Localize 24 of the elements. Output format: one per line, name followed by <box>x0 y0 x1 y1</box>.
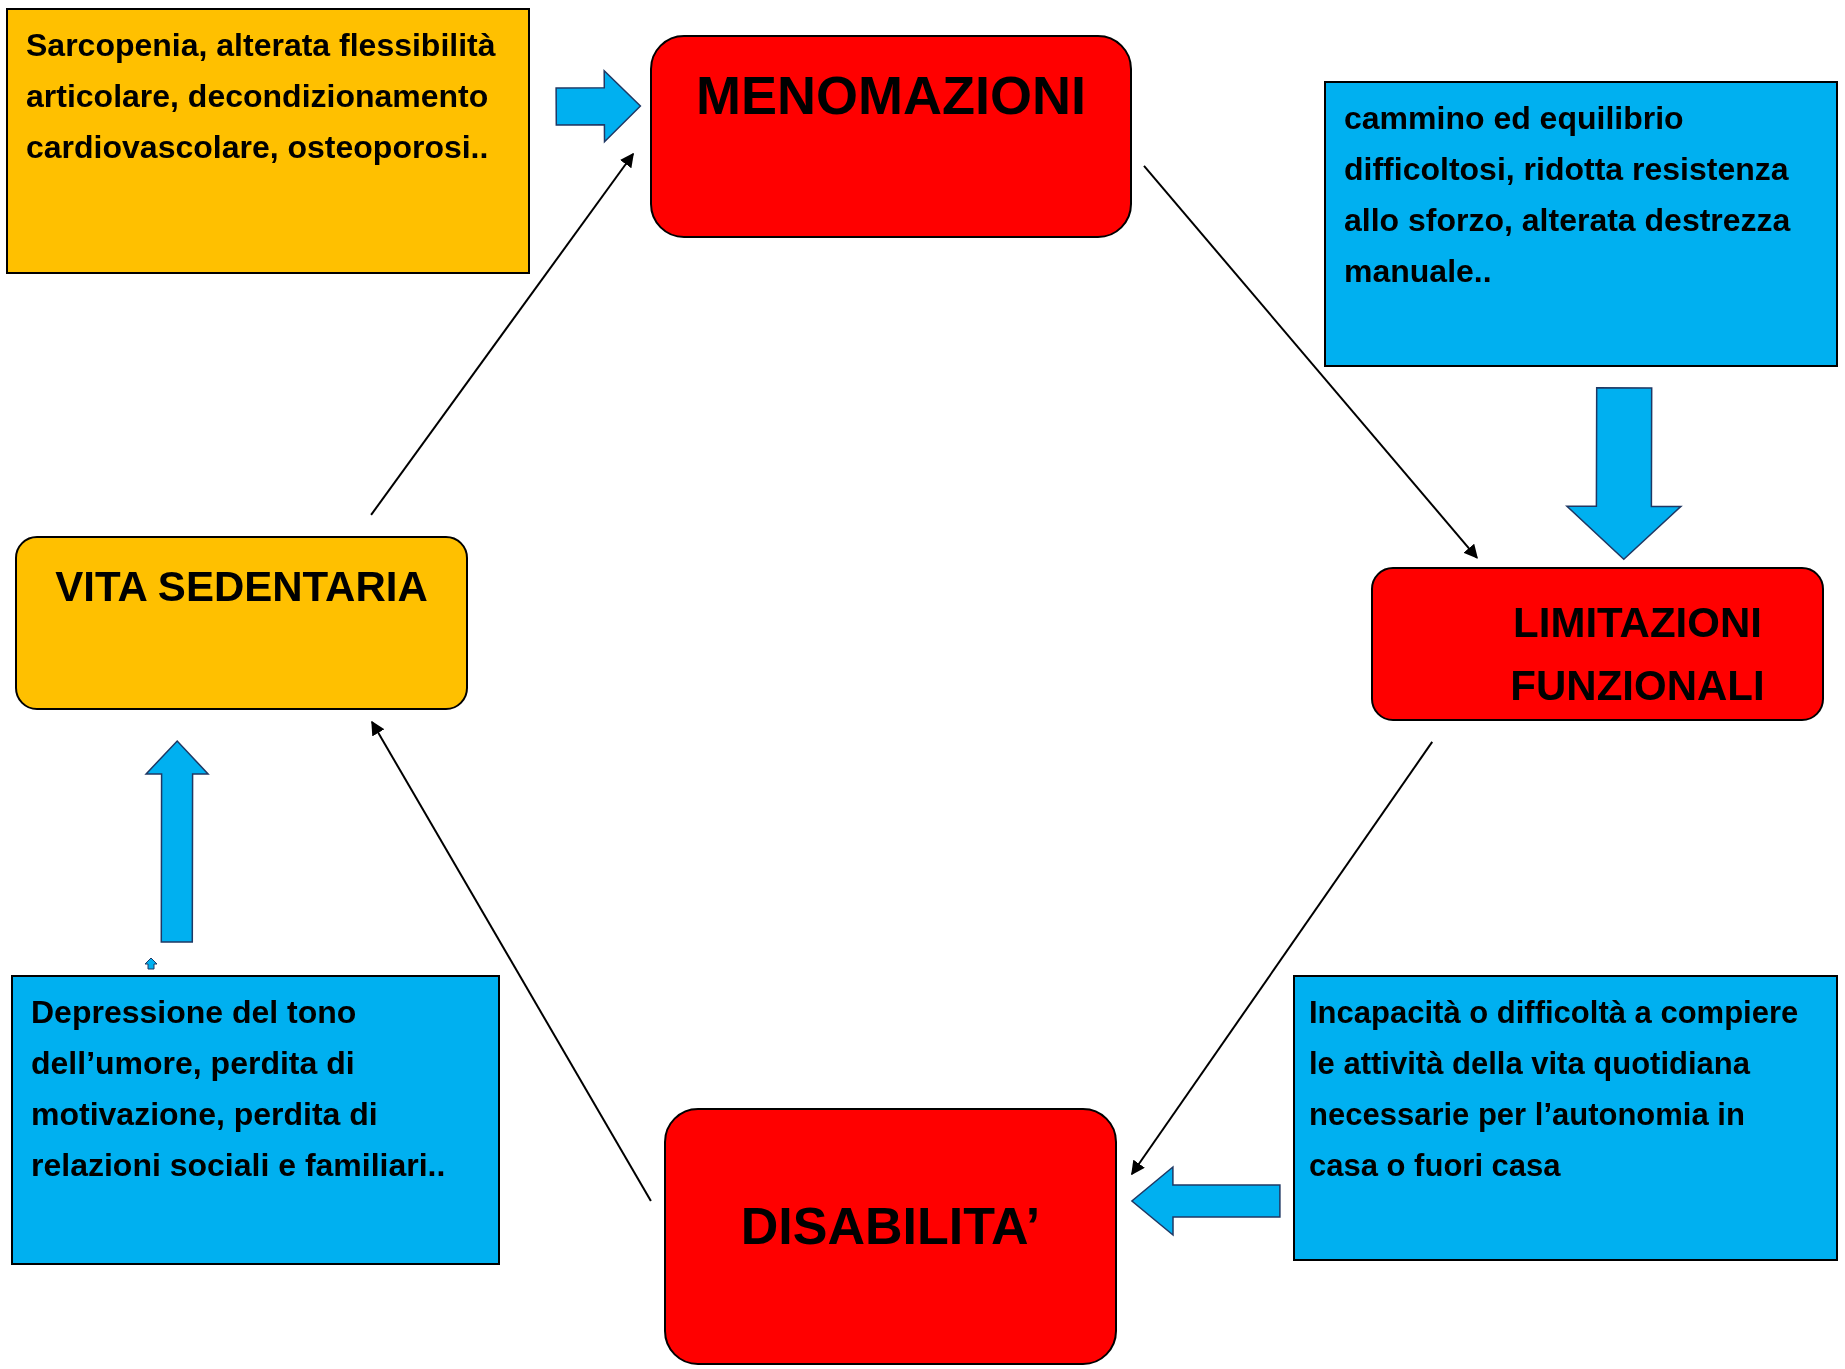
arrow <box>1143 164 1478 559</box>
process-box <box>650 35 1132 238</box>
box-text: Sarcopenia, alterata flessibilità articolare, decondizionamento cardiovascolare, osteoporosi.. <box>26 26 497 167</box>
note-box <box>6 8 530 274</box>
note-box <box>1293 975 1838 1261</box>
block-arrow <box>555 68 642 144</box>
block-arrow <box>1130 1165 1281 1237</box>
process-box <box>1371 567 1824 721</box>
box-title: DISABILITA’ <box>739 1196 1042 1256</box>
process-box <box>664 1108 1117 1365</box>
arrow <box>370 152 635 516</box>
box-title: MENOMAZIONI <box>695 65 1087 125</box>
block-arrow <box>1565 387 1683 561</box>
box-text: cammino ed equilibrio difficoltosi, ridotta resistenza allo sforzo, alterata destrezza manuale.. <box>1344 99 1792 291</box>
block-arrow <box>144 739 210 943</box>
note-box <box>1324 81 1838 367</box>
note-box <box>11 975 500 1265</box>
box-text: Incapacità o difficoltà a compiere le attività della vita quotidiana necessarie per l’autonomia in casa o fuori casa <box>1309 994 1800 1185</box>
arrow <box>371 720 652 1202</box>
box-text: Depressione del tono dell’umore, perdita di motivazione, perdita di relazioni sociali e familiari.. <box>31 993 447 1185</box>
process-box <box>15 536 468 710</box>
arrow <box>1130 740 1434 1176</box>
box-title: LIMITAZIONI FUNZIONALI <box>1509 598 1766 711</box>
box-title: VITA SEDENTARIA <box>54 562 429 612</box>
